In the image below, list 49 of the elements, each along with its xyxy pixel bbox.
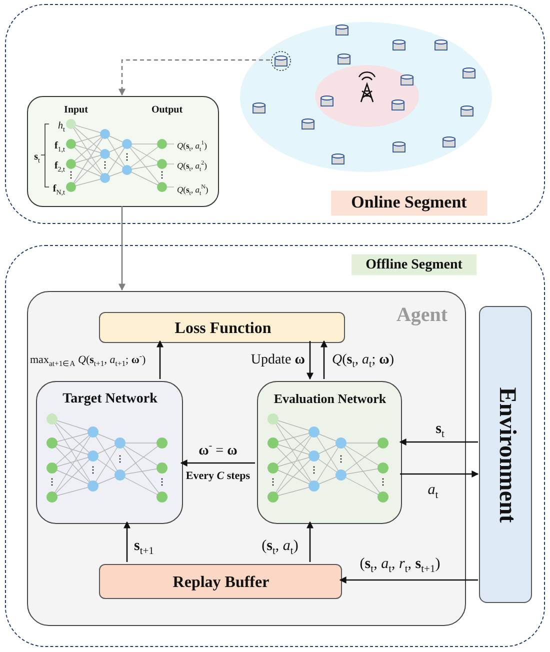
arrow bbox=[124, 521, 130, 562]
arrow bbox=[320, 340, 328, 379]
arrow bbox=[400, 470, 479, 478]
layer-label: Input bbox=[64, 104, 88, 116]
box-title: Replay Buffer bbox=[172, 574, 270, 592]
segment-label: Offline Segment bbox=[352, 254, 476, 276]
offline-segment-region bbox=[5, 245, 545, 647]
edge-label: (s$_{t}$, a$_{t}$, r$_{t}$, s$_{t+1}$) bbox=[360, 556, 440, 572]
variable-label: h$_{t}$ bbox=[58, 120, 65, 132]
output-label: Q(s$_{t}$, a$_{t}$$^{1}$) bbox=[177, 141, 207, 151]
edge-label: (s$_{t}$, a$_{t}$) bbox=[262, 538, 298, 554]
loss-function-box bbox=[99, 312, 345, 343]
arrow bbox=[306, 341, 314, 380]
evaluation-network-panel bbox=[257, 381, 402, 524]
device-icon bbox=[271, 51, 291, 71]
edge-label: Q(s$_{t}$, a$_{t}$; ω) bbox=[332, 352, 394, 368]
arrow bbox=[118, 206, 126, 291]
arrow bbox=[180, 460, 255, 466]
box-title: Loss Function bbox=[174, 320, 272, 338]
panel-title: Agent bbox=[396, 304, 448, 326]
agent-panel bbox=[27, 291, 466, 626]
segment-label: Online Segment bbox=[331, 190, 487, 216]
edge-note: Every C steps bbox=[186, 470, 250, 482]
edge-label: s$_{t+1}$ bbox=[134, 538, 154, 554]
layer-label: Output bbox=[151, 104, 183, 116]
arrow bbox=[399, 438, 478, 446]
variable-label: f$_{2,t}$ bbox=[54, 160, 65, 172]
environment-label: Environment bbox=[494, 387, 520, 523]
arrow bbox=[306, 521, 314, 562]
variable-label: f$_{N,t}$ bbox=[52, 184, 65, 194]
edge-label: s$_{t}$ bbox=[436, 420, 444, 438]
variable-label: f$_{1,t}$ bbox=[54, 140, 65, 152]
edge-label: a$_{t}$ bbox=[428, 482, 438, 498]
output-label: Q(s$_{t}$, a$_{t}$$^{N}$) bbox=[177, 185, 208, 195]
target-network-panel bbox=[36, 381, 183, 524]
environment-bar bbox=[479, 306, 532, 603]
arrow bbox=[118, 59, 270, 96]
variable-label: s$_{t}$ bbox=[34, 152, 40, 162]
arrow bbox=[339, 576, 478, 584]
edge-label: max$_{at+1∈A}$ Q(s$_{t+1}$, a$_{t+1}$; ω$^{-}$) bbox=[30, 354, 146, 366]
arrow bbox=[156, 340, 164, 379]
output-label: Q(s$_{t}$, a$_{t}$$^{2}$) bbox=[177, 161, 207, 171]
online-segment-region bbox=[5, 4, 545, 224]
edge-label: ω$^{-}$ = ω bbox=[198, 443, 238, 459]
panel-title: Target Network bbox=[62, 391, 158, 407]
panel-title: Evaluation Network bbox=[274, 392, 386, 406]
neural-network-panel bbox=[27, 96, 219, 207]
replay-buffer-box bbox=[99, 564, 342, 599]
edge-label: Update ω bbox=[250, 352, 305, 368]
